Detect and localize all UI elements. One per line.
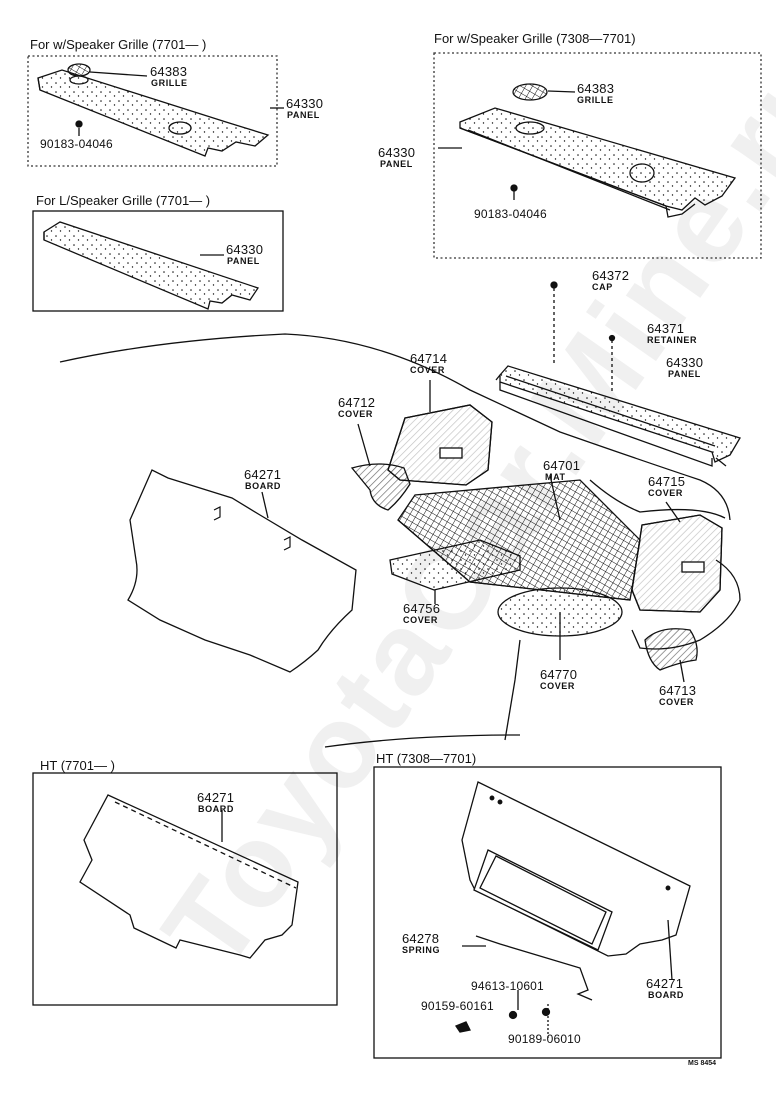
trunk-assembly bbox=[59, 281, 741, 748]
part-number: 64371 bbox=[647, 321, 685, 336]
part-number: 64330 bbox=[378, 145, 416, 160]
part-name: COVER bbox=[648, 488, 684, 498]
part-name: PANEL bbox=[380, 159, 413, 169]
part-number: 64770 bbox=[540, 667, 578, 682]
part-name: COVER bbox=[540, 681, 576, 691]
part-name: COVER bbox=[338, 409, 374, 419]
part-number: 64713 bbox=[659, 683, 697, 698]
footer-code: MS 8454 bbox=[688, 1060, 717, 1067]
part-name: BOARD bbox=[648, 990, 684, 1000]
part-number: 64372 bbox=[592, 268, 630, 283]
part-name: COVER bbox=[410, 365, 446, 375]
part-number: 64383 bbox=[577, 81, 615, 96]
part-number: 64330 bbox=[666, 355, 704, 370]
box-ht-7308-7701 bbox=[373, 766, 722, 1059]
part-name: PANEL bbox=[287, 110, 320, 120]
part-name: RETAINER bbox=[647, 335, 698, 345]
part-number: 64756 bbox=[403, 601, 441, 616]
part-number: 94613-10601 bbox=[471, 979, 544, 993]
part-number: 64330 bbox=[286, 96, 324, 111]
part-name: GRILLE bbox=[577, 95, 614, 105]
part-name: COVER bbox=[659, 697, 695, 707]
part-name: BOARD bbox=[198, 804, 234, 814]
part-name: MAT bbox=[545, 472, 566, 482]
part-name: COVER bbox=[403, 615, 439, 625]
box-ht-7701 bbox=[32, 772, 338, 1006]
part-number: 64278 bbox=[402, 931, 440, 946]
part-number: 90183-04046 bbox=[474, 207, 547, 221]
box-l-speaker-grille bbox=[32, 210, 284, 312]
part-number: 64271 bbox=[646, 976, 684, 991]
part-name: BOARD bbox=[245, 481, 281, 491]
header-box5: HT (7308—7701) bbox=[376, 751, 477, 766]
box-speaker-grille-7701 bbox=[27, 55, 284, 167]
part-number: 90159-60161 bbox=[421, 999, 494, 1013]
header-box2: For w/Speaker Grille (7308—7701) bbox=[434, 31, 636, 46]
part-number: 64701 bbox=[543, 458, 581, 473]
part-number: 64271 bbox=[244, 467, 282, 482]
box-speaker-grille-7308-7701 bbox=[433, 52, 762, 259]
part-name: GRILLE bbox=[151, 78, 188, 88]
header-box4: HT (7701— ) bbox=[40, 758, 115, 773]
part-number: 64383 bbox=[150, 64, 188, 79]
part-number: 64330 bbox=[226, 242, 264, 257]
header-box3: For L/Speaker Grille (7701— ) bbox=[36, 193, 211, 208]
header-box1: For w/Speaker Grille (7701— ) bbox=[30, 37, 207, 52]
part-number: 64271 bbox=[197, 790, 235, 805]
part-number: 64714 bbox=[410, 351, 448, 366]
part-name: SPRING bbox=[402, 945, 441, 955]
part-number: 64715 bbox=[648, 474, 686, 489]
part-name: CAP bbox=[592, 282, 613, 292]
part-number: 64712 bbox=[338, 395, 376, 410]
part-name: PANEL bbox=[668, 369, 701, 379]
part-number: 90183-04046 bbox=[40, 137, 113, 151]
part-number: 90189-06010 bbox=[508, 1032, 581, 1046]
part-name: PANEL bbox=[227, 256, 260, 266]
